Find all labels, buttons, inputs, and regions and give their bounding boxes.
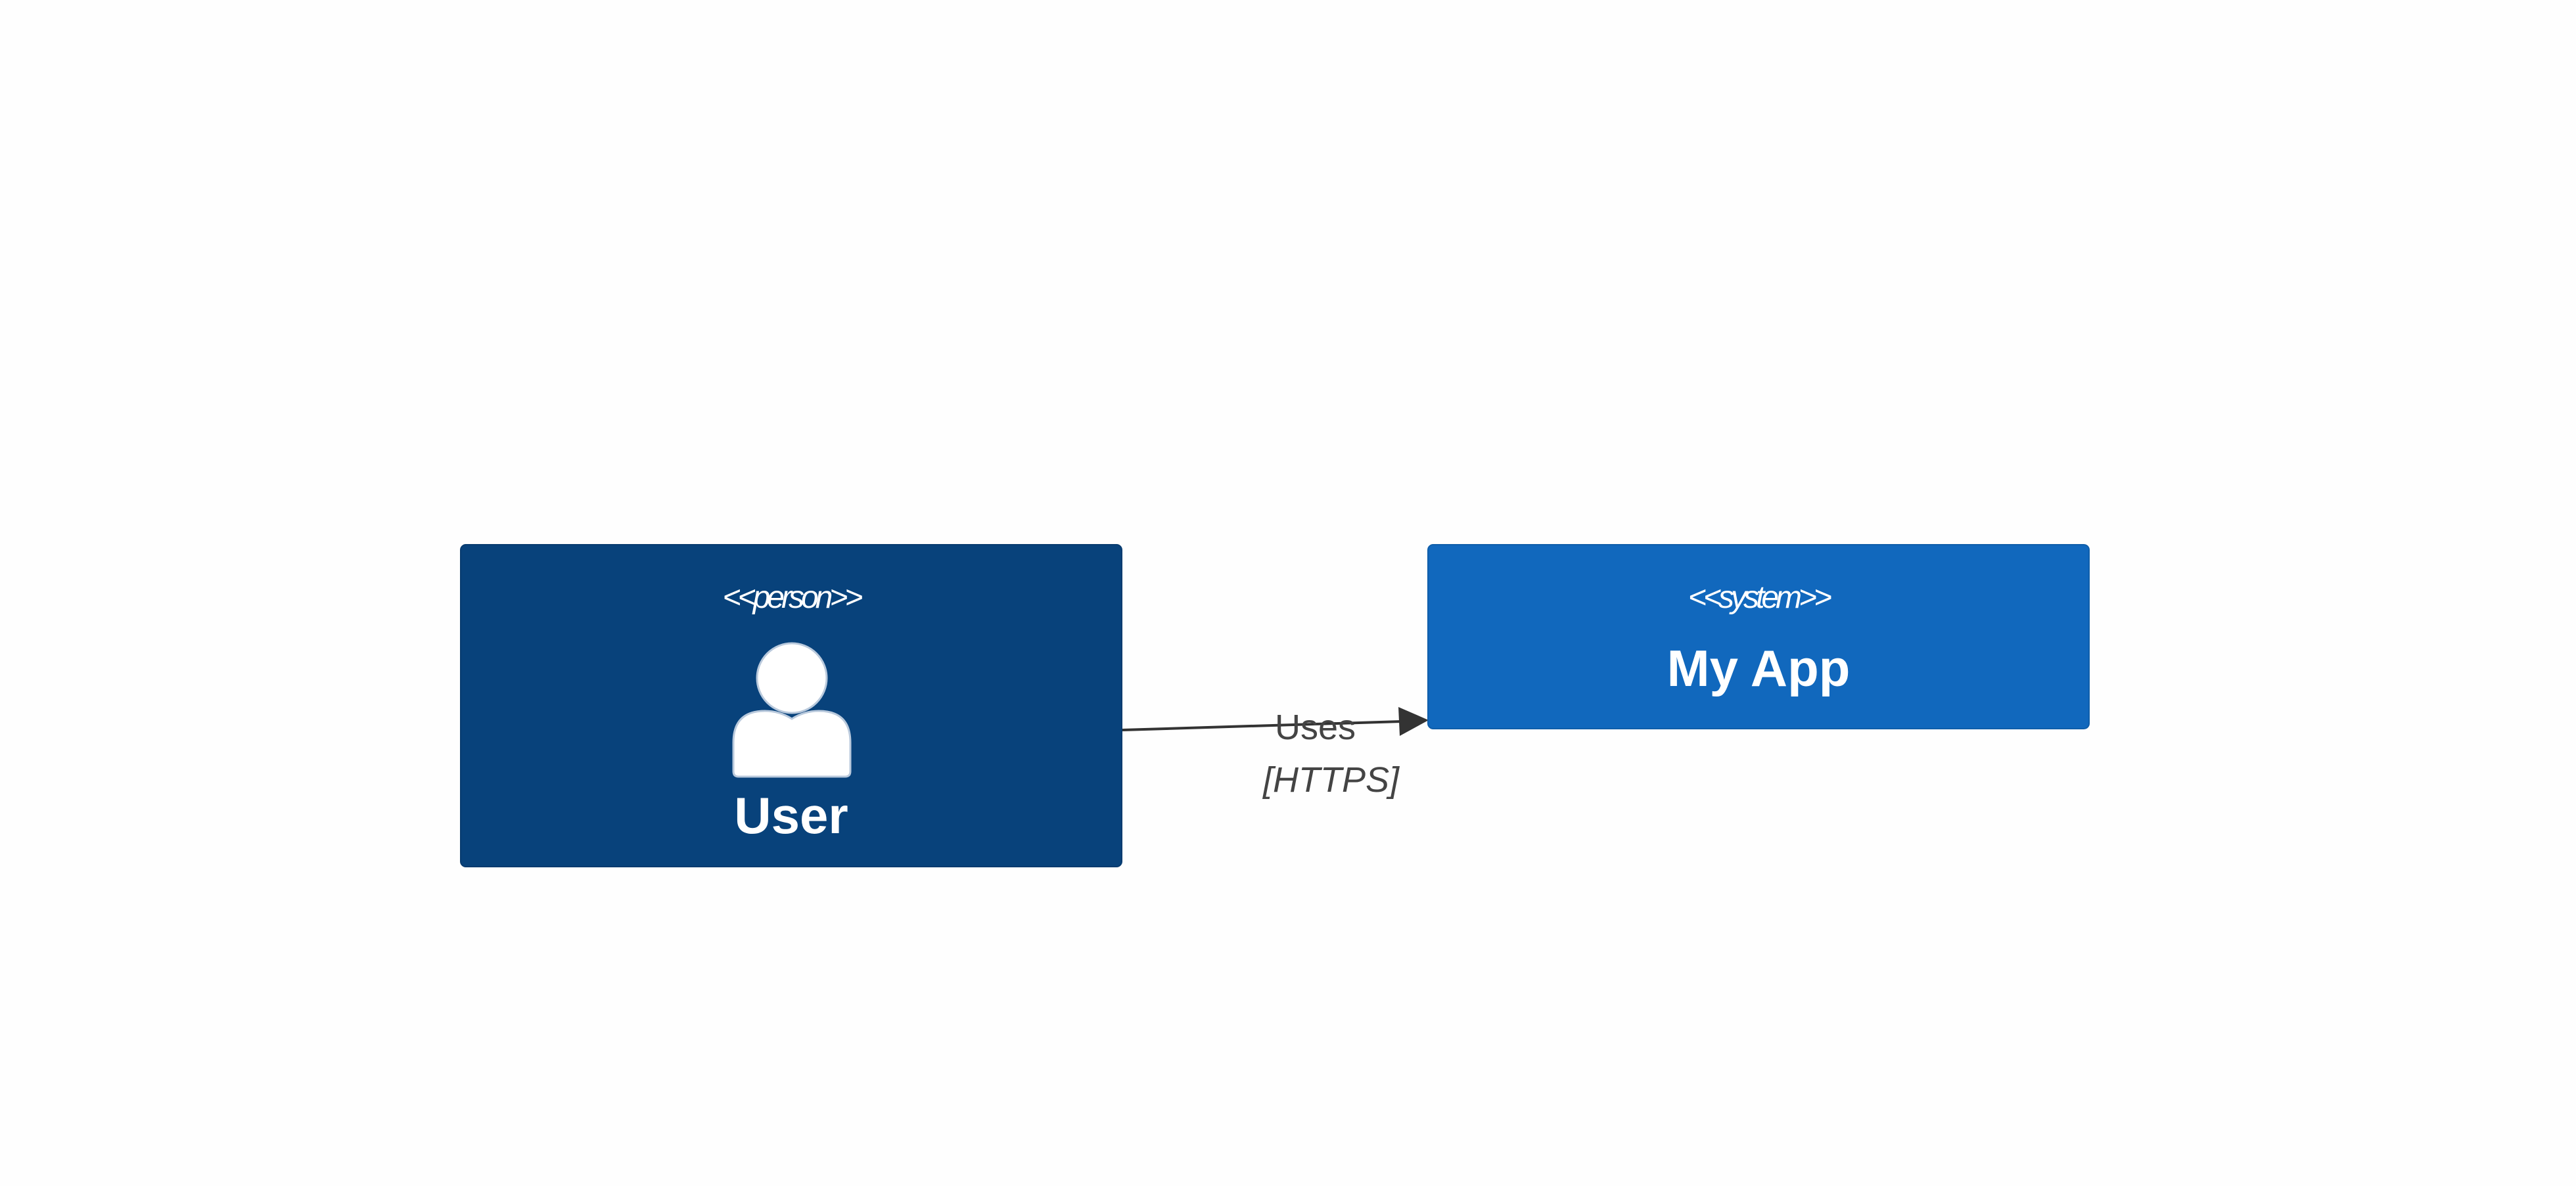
edge-user-to-my-app-line bbox=[1122, 720, 1402, 731]
node-user-title: User bbox=[734, 787, 848, 844]
person-icon bbox=[732, 642, 852, 778]
node-my-app-title: My App bbox=[1667, 639, 1851, 697]
edge-label: Uses bbox=[1275, 708, 1356, 747]
node-user-stereotype: <<person>> bbox=[722, 580, 863, 615]
node-my-app[interactable]: <<system>> My App bbox=[1427, 544, 2090, 729]
node-user[interactable]: <<person>> User bbox=[460, 544, 1122, 867]
edge-technology-label: [HTTPS] bbox=[1263, 760, 1400, 800]
node-my-app-stereotype: <<system>> bbox=[1688, 580, 1832, 615]
edge-arrowhead-icon bbox=[1398, 707, 1429, 736]
